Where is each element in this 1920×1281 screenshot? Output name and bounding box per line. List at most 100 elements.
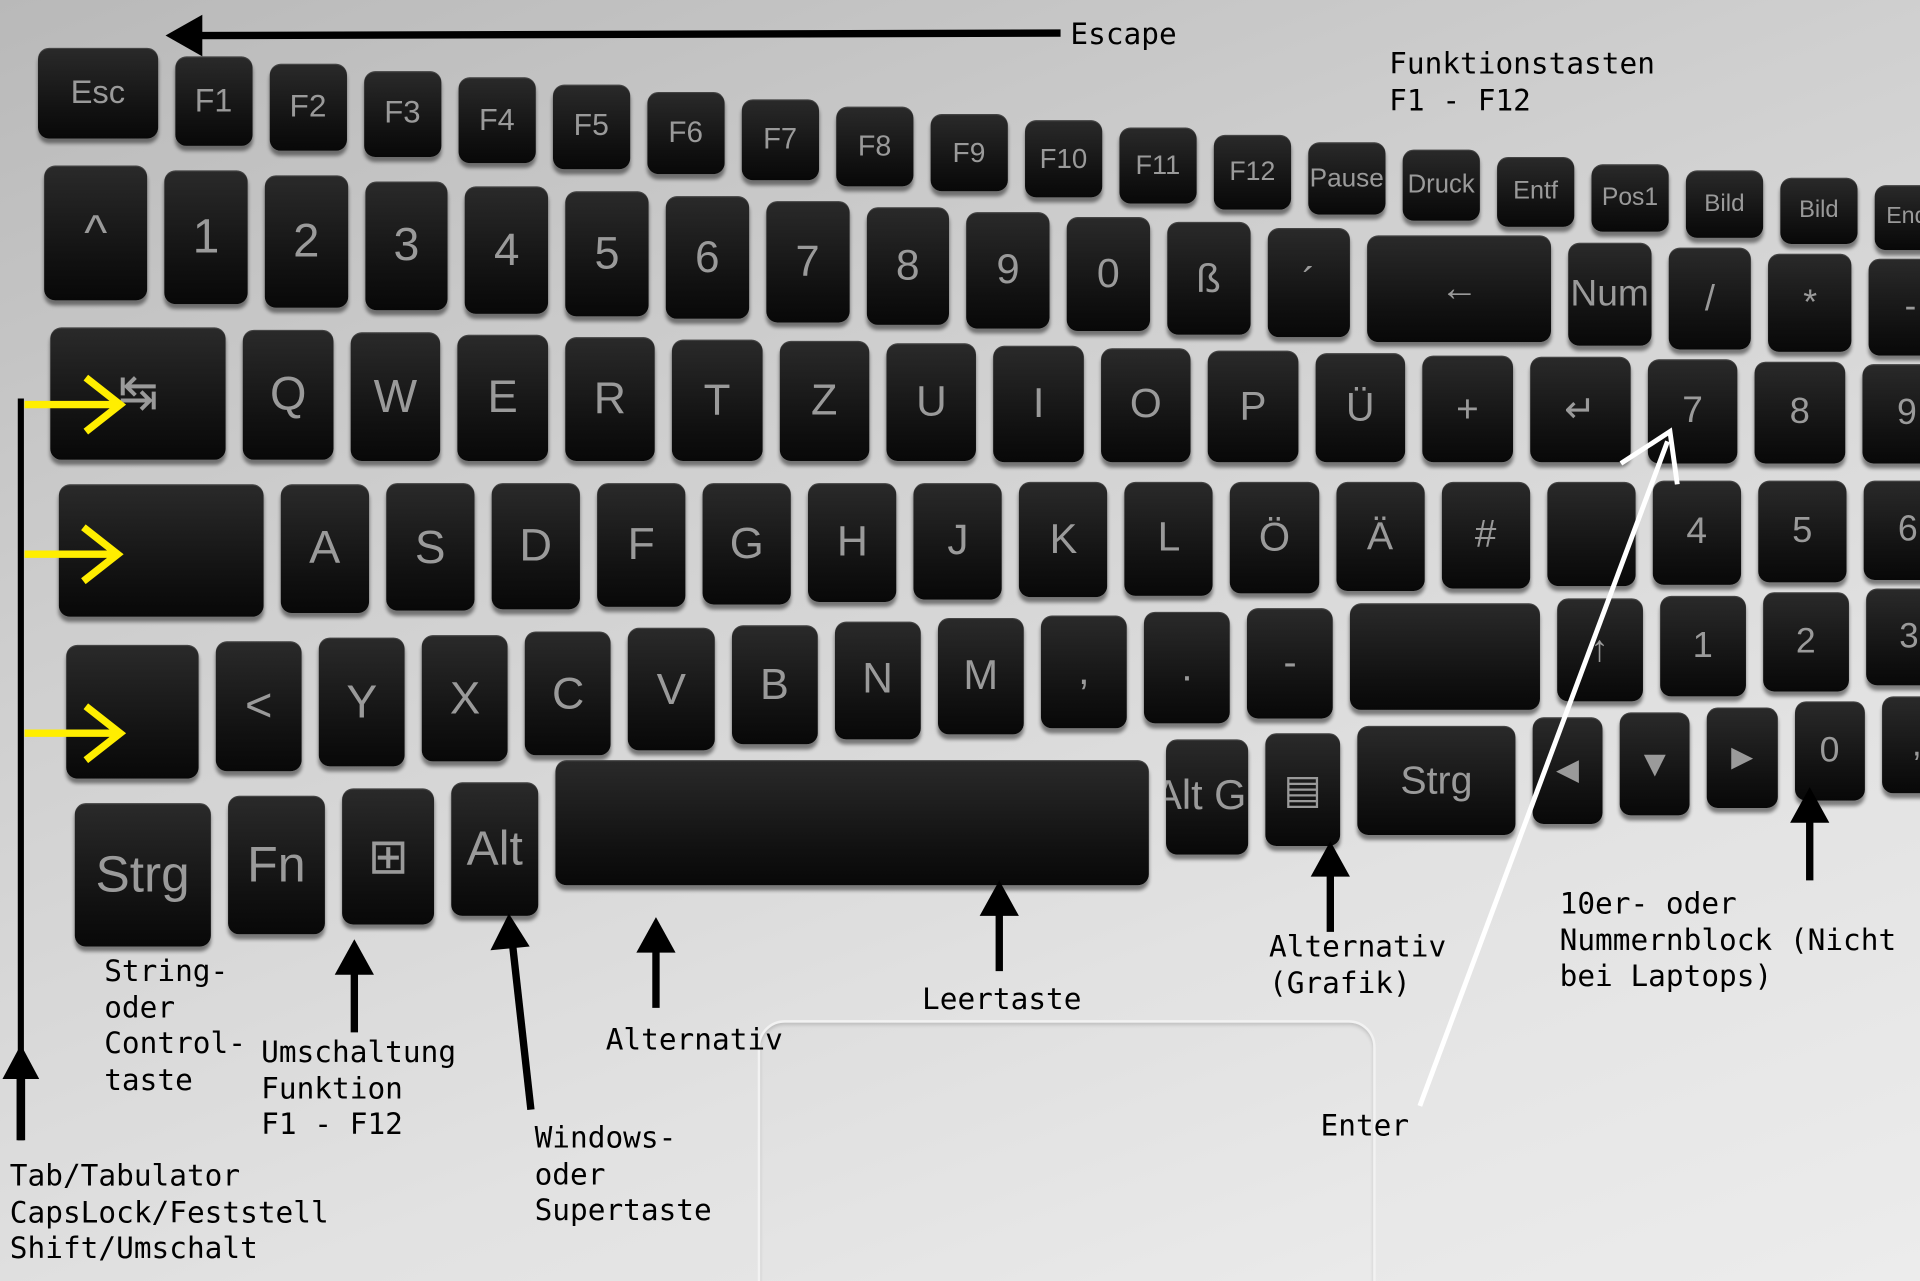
key[interactable]: Z — [779, 341, 870, 462]
key[interactable]: 1 — [1659, 595, 1746, 697]
key[interactable] — [555, 760, 1150, 885]
key[interactable]: Ü — [1315, 352, 1406, 463]
key[interactable]: 2 — [264, 175, 348, 308]
key[interactable]: ▼ — [1619, 712, 1690, 816]
key[interactable]: F12 — [1213, 135, 1291, 210]
key[interactable]: Bild — [1780, 178, 1858, 244]
key[interactable]: Strg — [1357, 725, 1516, 835]
key[interactable]: 0 — [1066, 217, 1150, 332]
key[interactable]: ▤ — [1264, 733, 1341, 847]
key[interactable]: Pos1 — [1591, 163, 1669, 233]
key[interactable]: F — [597, 483, 686, 607]
key[interactable]: 3 — [364, 180, 449, 311]
key[interactable]: # — [1441, 481, 1530, 589]
key[interactable]: Esc — [38, 47, 158, 139]
key[interactable]: Bild — [1685, 170, 1764, 239]
key[interactable]: R — [564, 336, 655, 461]
key[interactable] — [58, 484, 264, 617]
key[interactable]: Y — [318, 637, 405, 767]
key[interactable]: F7 — [741, 99, 819, 181]
key[interactable]: 7 — [1647, 359, 1738, 463]
key[interactable]: ↑ — [1556, 598, 1643, 702]
key[interactable]: F8 — [835, 106, 914, 187]
key[interactable]: Entf — [1496, 156, 1575, 227]
key[interactable]: Ö — [1230, 481, 1319, 594]
key[interactable]: Ä — [1335, 481, 1425, 591]
key[interactable]: 6 — [665, 196, 749, 320]
key[interactable]: - — [1247, 608, 1334, 718]
key[interactable]: Alt Gr — [1166, 739, 1248, 855]
key[interactable]: ^ — [44, 164, 148, 301]
key[interactable]: X — [422, 634, 508, 761]
key[interactable]: 4 — [1652, 481, 1741, 585]
key[interactable]: 9 — [966, 212, 1050, 329]
key[interactable]: 5 — [1758, 480, 1847, 583]
key[interactable]: 5 — [565, 191, 649, 317]
key[interactable]: Druck — [1402, 149, 1480, 221]
key[interactable]: C — [525, 631, 612, 756]
key[interactable]: F1 — [174, 56, 253, 146]
key[interactable]: F10 — [1024, 120, 1103, 198]
key[interactable]: F2 — [269, 63, 347, 152]
key[interactable]: Strg — [74, 803, 211, 947]
key[interactable]: + — [1422, 354, 1513, 463]
key[interactable]: V — [628, 627, 715, 751]
key[interactable] — [1350, 603, 1540, 710]
key[interactable]: 9 — [1861, 364, 1920, 464]
key[interactable]: ⊞ — [342, 788, 435, 925]
key[interactable]: 7 — [766, 201, 850, 323]
key[interactable]: 6 — [1863, 480, 1920, 580]
key[interactable]: 3 — [1865, 588, 1920, 686]
key[interactable]: ß — [1167, 222, 1251, 335]
key[interactable]: Q — [243, 330, 334, 461]
key[interactable]: O — [1100, 348, 1191, 462]
key[interactable]: , — [1881, 696, 1920, 794]
key[interactable]: F9 — [930, 113, 1008, 192]
key[interactable]: F4 — [458, 77, 536, 163]
key[interactable]: Ende — [1874, 185, 1920, 250]
key[interactable]: 0 — [1794, 701, 1865, 801]
key[interactable]: 1 — [164, 170, 248, 305]
key[interactable]: H — [808, 482, 897, 603]
key[interactable]: Alt — [451, 782, 539, 916]
key[interactable]: Pause — [1308, 142, 1386, 215]
key[interactable]: G — [702, 482, 791, 605]
key[interactable]: W — [350, 332, 441, 461]
key[interactable]: Fn — [227, 795, 326, 935]
key[interactable]: F3 — [363, 70, 442, 158]
key[interactable]: K — [1019, 482, 1108, 598]
key[interactable]: T — [672, 339, 763, 462]
key[interactable]: L — [1124, 482, 1214, 596]
key[interactable]: * — [1768, 253, 1852, 353]
key[interactable]: M — [937, 618, 1024, 735]
key[interactable]: J — [913, 482, 1003, 600]
key[interactable]: ↵ — [1529, 357, 1631, 463]
key[interactable]: F5 — [552, 84, 630, 169]
key[interactable]: I — [993, 345, 1084, 462]
key[interactable]: S — [386, 483, 475, 612]
key[interactable]: N — [834, 621, 921, 740]
key[interactable]: A — [280, 483, 369, 614]
key[interactable]: P — [1207, 350, 1299, 463]
key[interactable]: / — [1668, 248, 1752, 350]
key[interactable]: - — [1868, 258, 1920, 356]
key[interactable]: . — [1143, 611, 1230, 724]
key[interactable]: ← — [1367, 235, 1551, 342]
key[interactable]: 4 — [465, 186, 549, 314]
key[interactable]: < — [215, 641, 302, 772]
key[interactable]: ´ — [1267, 227, 1351, 338]
key[interactable]: U — [886, 343, 977, 462]
key[interactable]: F11 — [1119, 127, 1197, 204]
key[interactable]: 8 — [866, 206, 950, 326]
key[interactable]: E — [457, 334, 548, 461]
key[interactable]: D — [491, 483, 580, 609]
numpad-label: 10er- oder Nummernblock (Nicht bei Lapto… — [1559, 886, 1897, 994]
key[interactable]: 2 — [1762, 592, 1849, 691]
key[interactable]: 8 — [1754, 361, 1845, 464]
key[interactable]: F6 — [647, 92, 725, 175]
key[interactable]: ↹ — [50, 326, 227, 460]
key[interactable]: ► — [1707, 707, 1778, 809]
key[interactable]: Num — [1568, 243, 1652, 347]
key[interactable]: , — [1040, 614, 1127, 729]
key[interactable]: B — [731, 624, 818, 745]
